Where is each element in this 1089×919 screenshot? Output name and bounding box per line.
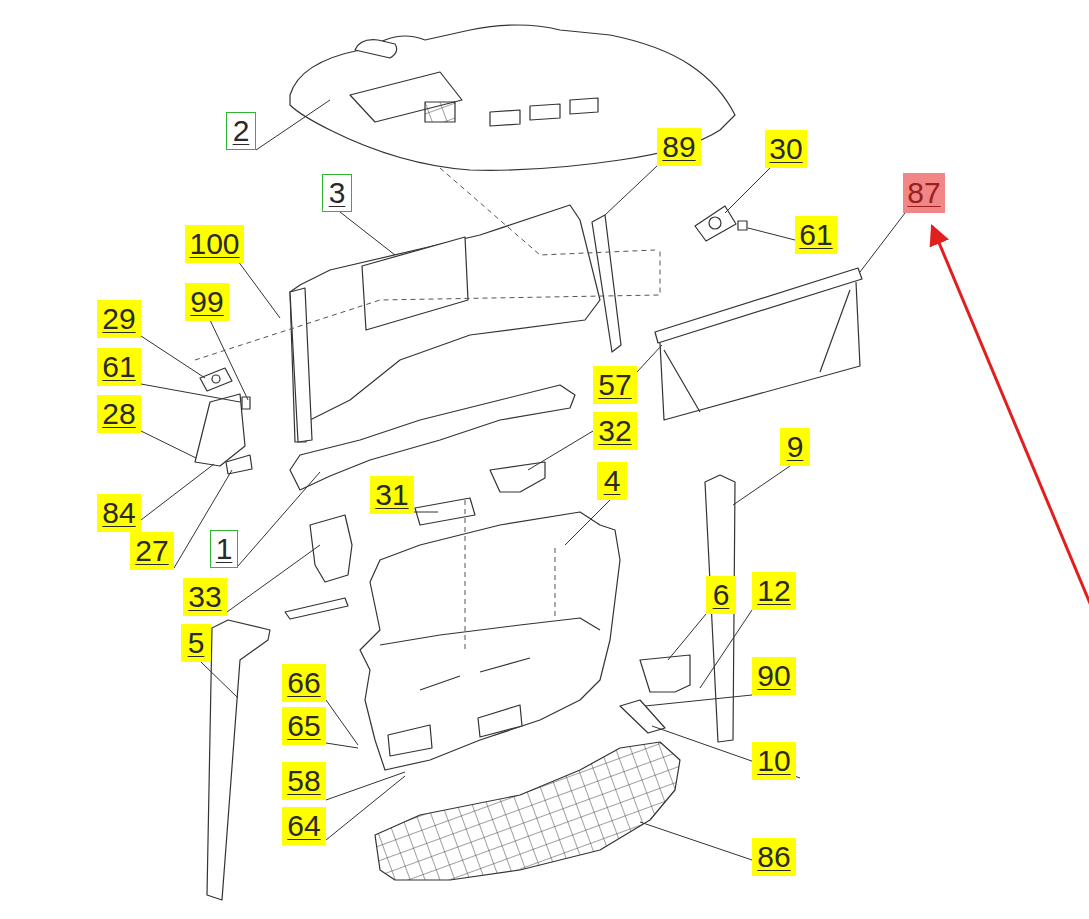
pocket	[490, 462, 545, 492]
callout-text: 27	[135, 534, 168, 568]
callout-number: 84	[97, 494, 141, 532]
callout-text: 10	[757, 744, 790, 778]
callout-text: 28	[102, 397, 135, 431]
callout-text: 100	[189, 227, 239, 261]
callout-number: 65	[282, 707, 326, 745]
callout-number: 61	[795, 216, 837, 254]
clip	[738, 221, 747, 230]
parts	[195, 25, 862, 900]
callout-number: 2	[226, 112, 256, 150]
callout-text: 5	[188, 626, 205, 660]
callout-number: 86	[752, 838, 796, 876]
callout-text: 61	[799, 218, 832, 252]
pocket	[310, 515, 352, 582]
callout-number: 32	[593, 412, 637, 450]
callout-number: 58	[282, 762, 326, 800]
callout-text: 6	[713, 578, 730, 612]
headliner-vent	[425, 102, 455, 122]
callout-text: 66	[287, 666, 320, 700]
highlight-arrow	[932, 226, 1089, 608]
panel-window	[362, 237, 468, 330]
callout-text: 86	[757, 840, 790, 874]
floor-panel	[375, 742, 680, 880]
callout-text: 90	[757, 659, 790, 693]
callout-number: 66	[282, 664, 326, 702]
callout-text: 61	[102, 350, 135, 384]
callout-text: 2	[233, 114, 250, 148]
headliner	[290, 25, 735, 170]
callout-number: 99	[185, 283, 229, 321]
callout-number: 89	[657, 128, 701, 166]
callout-number: 27	[130, 532, 174, 570]
callout-number: 4	[597, 462, 627, 500]
callout-number: 31	[370, 476, 414, 514]
callout-number: 100	[185, 225, 244, 263]
pillar-trim	[705, 475, 735, 742]
plate-hole	[709, 217, 721, 229]
callout-number: 3	[322, 174, 352, 212]
blind-strut	[664, 290, 850, 412]
liner-bracket	[285, 598, 348, 619]
callout-number: 64	[282, 807, 326, 845]
callout-text: 3	[329, 176, 346, 210]
blind-frame	[660, 282, 860, 420]
trim-panel	[195, 394, 245, 466]
blind-tube	[655, 268, 862, 343]
callout-text: 12	[757, 574, 790, 608]
callout-text: 99	[190, 285, 223, 319]
callout-number: 61	[97, 348, 141, 386]
callout-number: 57	[593, 366, 637, 404]
headliner-tube	[355, 40, 397, 58]
callout-number: 87	[903, 173, 945, 213]
panel-pillar	[290, 288, 312, 442]
assembly-lines	[195, 168, 660, 650]
plate	[200, 368, 232, 391]
callout-text: 84	[102, 496, 135, 530]
callout-text: 57	[598, 368, 631, 402]
callout-number: 90	[752, 657, 796, 695]
callout-number: 10	[752, 742, 796, 780]
callout-text: 30	[769, 132, 802, 166]
liner-slot	[388, 705, 522, 756]
rail	[592, 215, 621, 352]
callout-text: 9	[787, 430, 804, 464]
callout-number: 6	[706, 576, 736, 614]
cover	[415, 498, 475, 525]
plate-hole	[212, 375, 220, 383]
callout-number: 28	[97, 395, 141, 433]
callout-number: 1	[210, 530, 238, 568]
pocket	[640, 655, 690, 692]
callout-text: 65	[287, 709, 320, 743]
callout-text: 31	[375, 478, 408, 512]
plate	[695, 206, 736, 241]
callout-text: 4	[604, 464, 621, 498]
cover	[226, 455, 252, 474]
callout-text: 89	[662, 130, 695, 164]
callout-text: 58	[287, 764, 320, 798]
callout-text: 1	[216, 532, 233, 566]
callout-number: 33	[183, 578, 227, 616]
trunk-liner	[360, 512, 620, 770]
headliner-hole	[490, 98, 598, 126]
liner-fold	[380, 618, 600, 690]
clip	[242, 397, 250, 409]
leader-lines	[141, 100, 905, 860]
callout-number: 12	[752, 572, 796, 610]
callout-text: 64	[287, 809, 320, 843]
callout-text: 32	[598, 414, 631, 448]
callout-text: 87	[907, 176, 940, 210]
callout-number: 5	[181, 624, 211, 662]
callout-number: 30	[765, 130, 807, 168]
callout-number: 9	[780, 428, 810, 466]
sill-strip	[207, 620, 270, 900]
headliner-detail	[350, 72, 462, 122]
callout-number: 29	[97, 300, 141, 338]
callout-text: 29	[102, 302, 135, 336]
callout-text: 33	[188, 580, 221, 614]
